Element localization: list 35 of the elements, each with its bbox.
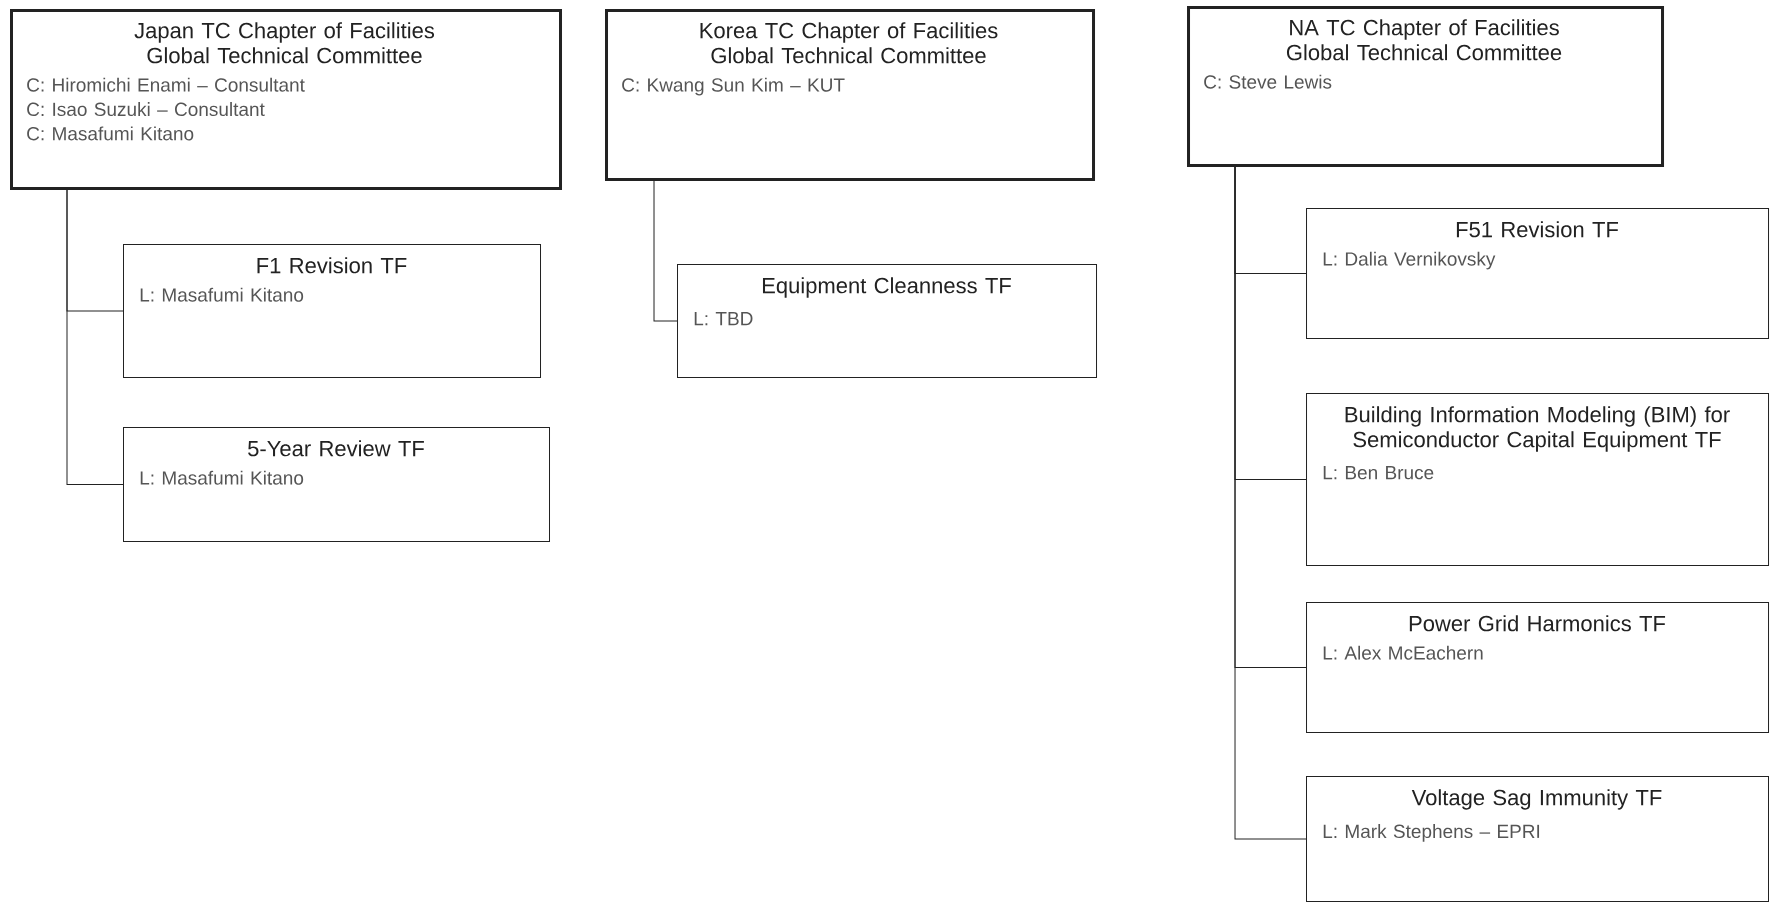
connector-line (653, 180, 678, 322)
member-line: L: Dalia Vernikovsky (1323, 251, 1496, 270)
member-line: C: Isao Suzuki – Consultant (27, 102, 265, 117)
box-title: F51 Revision TF (1456, 221, 1618, 238)
box-title: F1 Revision TF (257, 257, 407, 274)
box-title: Building Information Modeling (BIM) for Semiconductor Capital Equipment TF (1345, 406, 1730, 452)
committee-box (1187, 6, 1664, 167)
member-line: L: Masafumi Kitano (140, 470, 304, 485)
member-line: C: Steve Lewis (1204, 74, 1332, 89)
box-title: Korea TC Chapter of Facilities Global Technical Committee (700, 22, 998, 64)
committee-box (123, 244, 541, 378)
connector-line (1234, 166, 1307, 840)
member-line: C: Hiromichi Enami – Consultant (27, 77, 305, 92)
connector-line (66, 189, 124, 485)
member-line: L: Ben Bruce (1323, 466, 1434, 480)
member-line: C: Masafumi Kitano (27, 126, 194, 141)
member-line: L: TBD (694, 312, 753, 326)
committee-box (1306, 602, 1769, 733)
box-title: Voltage Sag Immunity TF (1411, 789, 1662, 810)
box-title: Equipment Cleanness TF (763, 277, 1011, 298)
box-title: 5-Year Review TF (248, 440, 424, 457)
box-title: Power Grid Harmonics TF (1409, 615, 1666, 632)
box-title: NA TC Chapter of Facilities Global Technical Committee (1286, 19, 1562, 61)
member-line: C: Kwang Sun Kim – KUT (622, 77, 845, 96)
committee-box (123, 427, 550, 542)
committee-box (1306, 208, 1769, 339)
member-line: L: Mark Stephens – EPRI (1323, 824, 1540, 842)
committee-box (605, 9, 1095, 181)
committee-box (1306, 393, 1769, 566)
committee-box (677, 264, 1097, 378)
member-line: L: Alex McEachern (1323, 645, 1483, 660)
committee-box (1306, 776, 1769, 902)
box-title: Japan TC Chapter of Facilities Global Technical Committee (134, 22, 435, 64)
member-line: L: Masafumi Kitano (140, 287, 304, 302)
committee-box (10, 9, 562, 190)
